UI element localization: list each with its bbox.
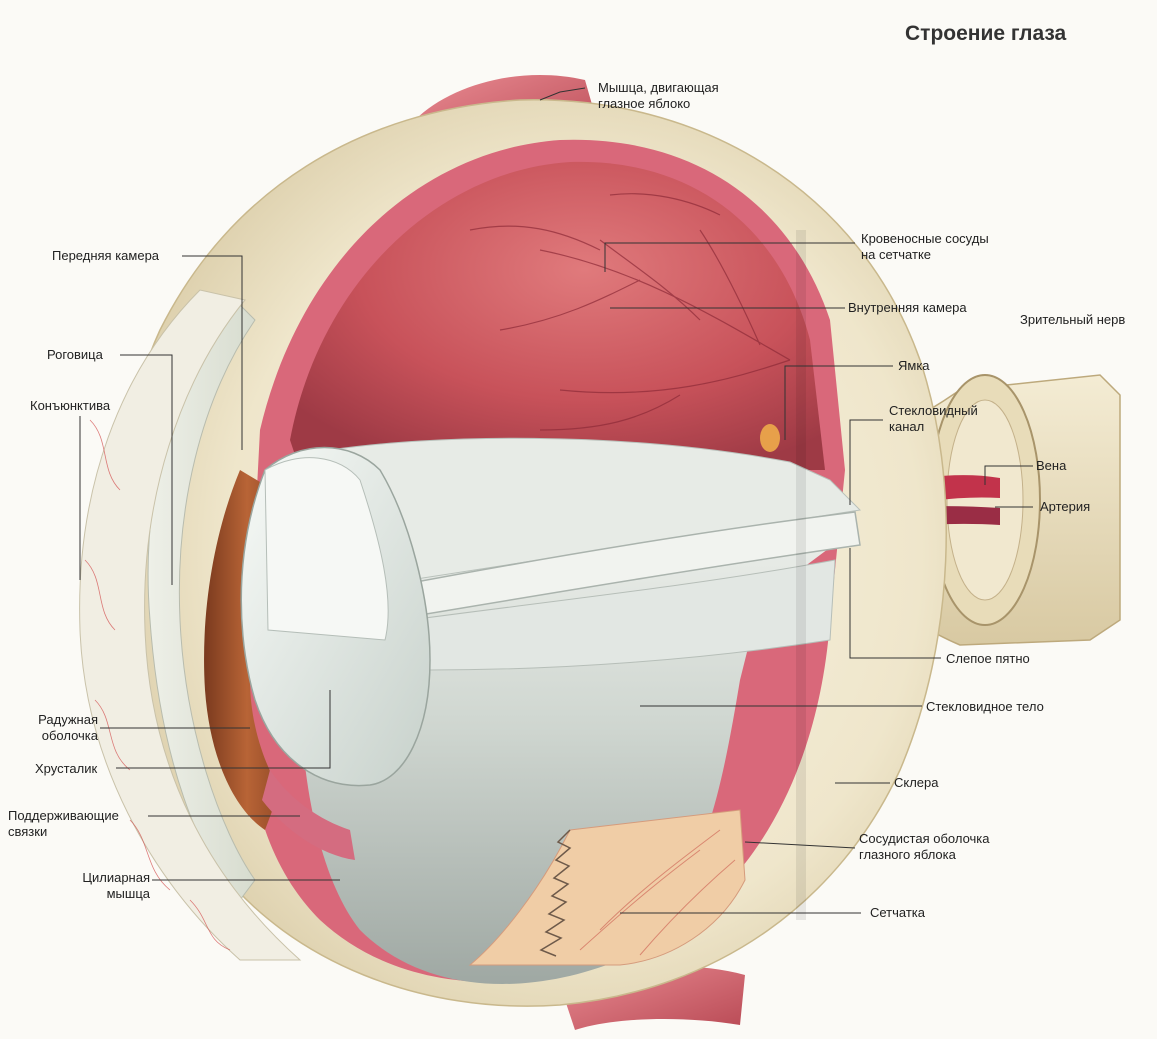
label-ciliary: Цилиарная мышца — [80, 870, 150, 902]
label-ligaments-line1: Поддерживающие — [8, 808, 119, 823]
fovea-spot — [760, 424, 780, 452]
label-cornea: Роговица — [47, 347, 103, 362]
label-optic-nerve: Зрительный нерв — [1020, 312, 1126, 327]
label-conjunctiva: Конъюнктива — [30, 398, 111, 413]
ciliary-region — [262, 770, 355, 860]
label-vitreous-canal-line2: канал — [889, 419, 925, 434]
label-vitreous-canal: Стекловидный канал — [889, 403, 978, 435]
label-choroid-line2: глазного яблока — [859, 847, 956, 862]
label-vessels-line1: Кровеносные сосуды — [861, 231, 989, 246]
label-sclera: Склера — [894, 775, 939, 790]
retina-flap — [468, 809, 746, 966]
label-lens: Хрусталик — [35, 761, 98, 776]
vitreous-canal — [398, 511, 861, 616]
page-title: Строение глаза — [905, 22, 1067, 45]
label-ligaments: Поддерживающие связки — [8, 808, 119, 840]
leader-lines — [79, 87, 1033, 914]
retinal-vessels — [469, 193, 791, 431]
label-vitreous-body: Стекловидное тело — [926, 699, 1044, 714]
vitreous-mid — [409, 559, 836, 671]
flap-vessels — [579, 829, 736, 956]
label-muscle: Мышца, двигающая глазное яблоко — [598, 80, 719, 112]
label-fovea: Ямка — [898, 358, 930, 373]
label-vein: Вена — [1036, 458, 1067, 473]
label-anterior-chamber: Передняя камера — [52, 248, 160, 263]
label-blind-spot: Слепое пятно — [946, 651, 1030, 666]
label-retina: Сетчатка — [870, 905, 926, 920]
label-retinal-vessels: Кровеносные сосуды на сетчатке — [861, 231, 989, 263]
ora-serrata — [539, 829, 572, 957]
label-ligaments-line2: связки — [8, 824, 48, 839]
label-choroid: Сосудистая оболочка глазного яблока — [859, 831, 990, 863]
label-vessels-line2: на сетчатке — [861, 247, 932, 262]
label-muscle-line2: глазное яблоко — [598, 96, 691, 111]
label-iris-line2: оболочка — [41, 728, 98, 743]
label-muscle-line1: Мышца, двигающая — [598, 80, 719, 95]
label-iris-line1: Радужная — [38, 712, 98, 727]
label-inner-chamber: Внутренняя камера — [848, 300, 967, 315]
page-fold — [796, 230, 806, 920]
label-ciliary-line1: Цилиарная — [82, 870, 150, 885]
label-ciliary-line2: мышца — [106, 886, 150, 901]
label-choroid-line1: Сосудистая оболочка — [859, 831, 990, 846]
label-vitreous-canal-line1: Стекловидный — [889, 403, 978, 418]
conjunctiva-shape — [79, 289, 302, 961]
conjunctiva-vessels — [84, 419, 231, 951]
label-iris: Радужная оболочка — [28, 712, 98, 744]
lens-cut — [264, 457, 389, 641]
label-artery: Артерия — [1040, 499, 1091, 514]
